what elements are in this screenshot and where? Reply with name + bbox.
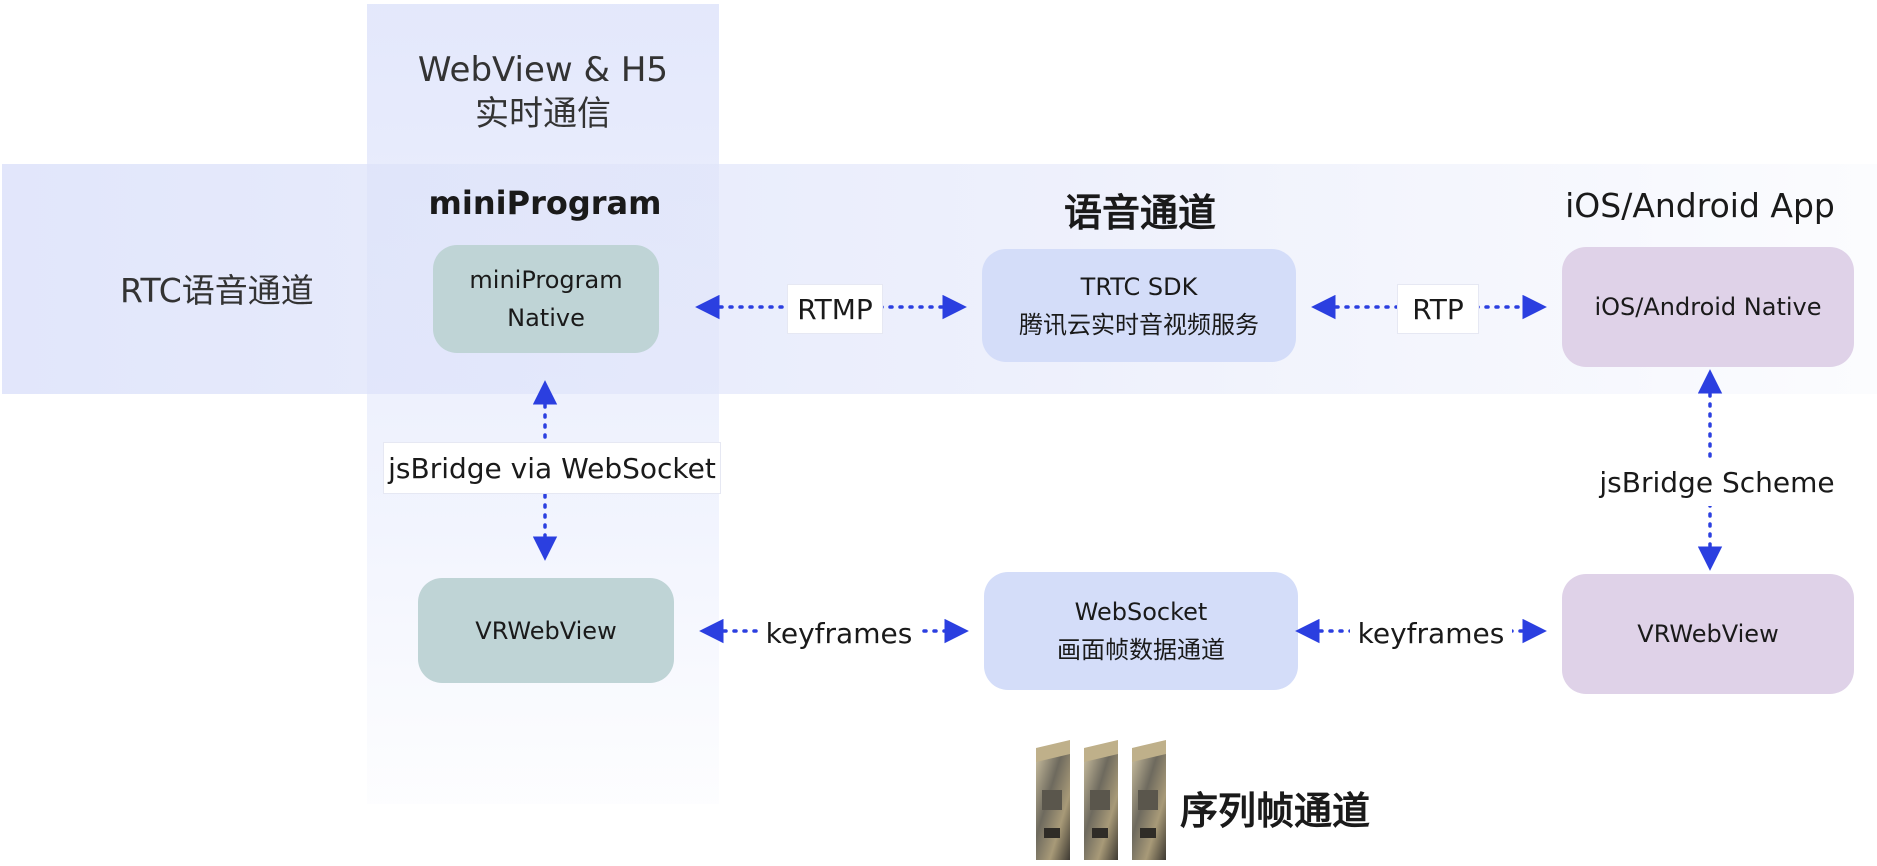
frame-thumb-1 [1036, 740, 1070, 860]
jsbridge-websocket-label: jsBridge via WebSocket [383, 442, 721, 494]
voice-channel-header: 语音通道 [1063, 191, 1216, 235]
frame-thumbnails-image [1036, 740, 1166, 860]
websocket-line1: WebSocket [1074, 598, 1208, 626]
webview-h5-column-title: WebView & H5 实时通信 [367, 48, 719, 136]
app-header: iOS/Android App [1565, 186, 1835, 225]
trtc-sdk-line2: 腾讯云实时音视频服务 [1019, 310, 1259, 339]
vrwebview-left-node: VRWebView [418, 578, 674, 683]
miniprogram-native-line2: Native [507, 304, 585, 332]
rtp-label: RTP [1397, 284, 1479, 334]
miniprogram-native-line1: miniProgram [469, 266, 623, 294]
vrwebview-left-label: VRWebView [475, 616, 617, 645]
sequence-frames-illustration [1036, 740, 1171, 862]
websocket-line2: 画面帧数据通道 [1057, 636, 1225, 664]
trtc-sdk-line1: TRTC SDK [1080, 272, 1198, 301]
trtc-sdk-node: TRTC SDK 腾讯云实时音视频服务 [982, 249, 1296, 362]
rtc-voice-row-label: RTC语音通道 [120, 271, 314, 310]
vrwebview-right-node: VRWebView [1562, 574, 1854, 694]
jsbridge-scheme-label: jsBridge Scheme [1576, 458, 1858, 506]
miniprogram-header: miniProgram [428, 184, 662, 222]
frame-thumb-3 [1132, 740, 1166, 860]
sequence-channel-label: 序列帧通道 [1180, 789, 1371, 833]
miniprogram-native-node: miniProgram Native [433, 245, 659, 353]
frame-thumb-2 [1084, 740, 1118, 860]
ios-android-native-label: iOS/Android Native [1594, 293, 1822, 321]
webview-h5-title-line2: 实时通信 [475, 94, 611, 134]
rtmp-label: RTMP [787, 284, 883, 334]
websocket-node: WebSocket 画面帧数据通道 [984, 572, 1298, 690]
vrwebview-right-label: VRWebView [1637, 620, 1779, 648]
webview-h5-title-line1: WebView & H5 [417, 50, 669, 90]
keyframes-left-label: keyframes [758, 609, 920, 657]
keyframes-right-label: keyframes [1350, 609, 1512, 657]
ios-android-native-node: iOS/Android Native [1562, 247, 1854, 367]
